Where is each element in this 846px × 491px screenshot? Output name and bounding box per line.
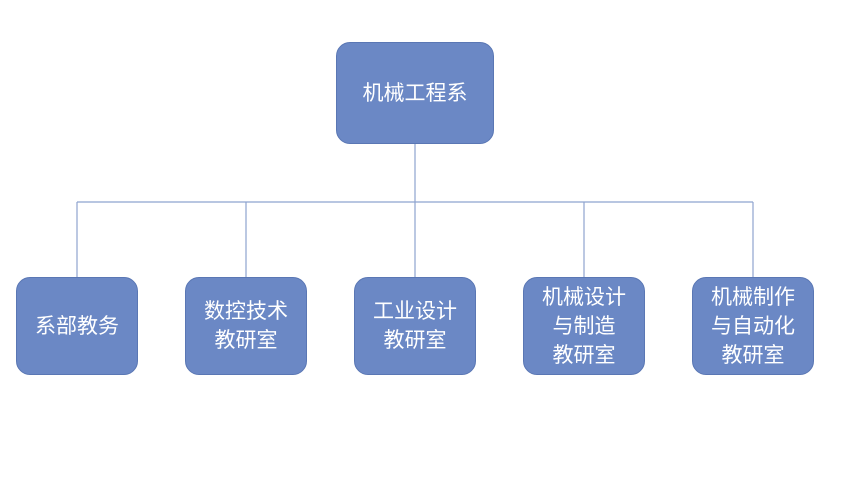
child-node-3-line-2: 教研室 bbox=[383, 328, 447, 352]
root-node-label: 机械工程系 bbox=[362, 80, 468, 105]
child-node-2-line-2: 教研室 bbox=[214, 328, 278, 352]
child-node-mechanical-manufacturing-automation-office: 机械制作 与自动化 教研室 bbox=[692, 277, 814, 375]
child-node-3-line-1: 工业设计 bbox=[373, 299, 457, 323]
child-node-industrial-design-office: 工业设计 教研室 bbox=[354, 277, 476, 375]
child-node-4-line-3: 教研室 bbox=[552, 342, 616, 367]
child-node-5-line-1: 机械制作 bbox=[711, 284, 795, 309]
child-node-cnc-technology-office: 数控技术 教研室 bbox=[185, 277, 307, 375]
child-node-4-line-2: 与制造 bbox=[552, 313, 616, 338]
child-node-2-line-1: 数控技术 bbox=[204, 299, 288, 323]
root-node-mechanical-engineering-dept: 机械工程系 bbox=[336, 42, 494, 144]
child-node-1-line-1: 系部教务 bbox=[35, 313, 119, 338]
child-node-department-academic-affairs: 系部教务 bbox=[16, 277, 138, 375]
child-node-5-line-2: 与自动化 bbox=[711, 313, 795, 338]
child-node-5-line-3: 教研室 bbox=[721, 342, 785, 367]
child-node-mechanical-design-manufacturing-office: 机械设计 与制造 教研室 bbox=[523, 277, 645, 375]
child-node-4-line-1: 机械设计 bbox=[542, 284, 626, 309]
